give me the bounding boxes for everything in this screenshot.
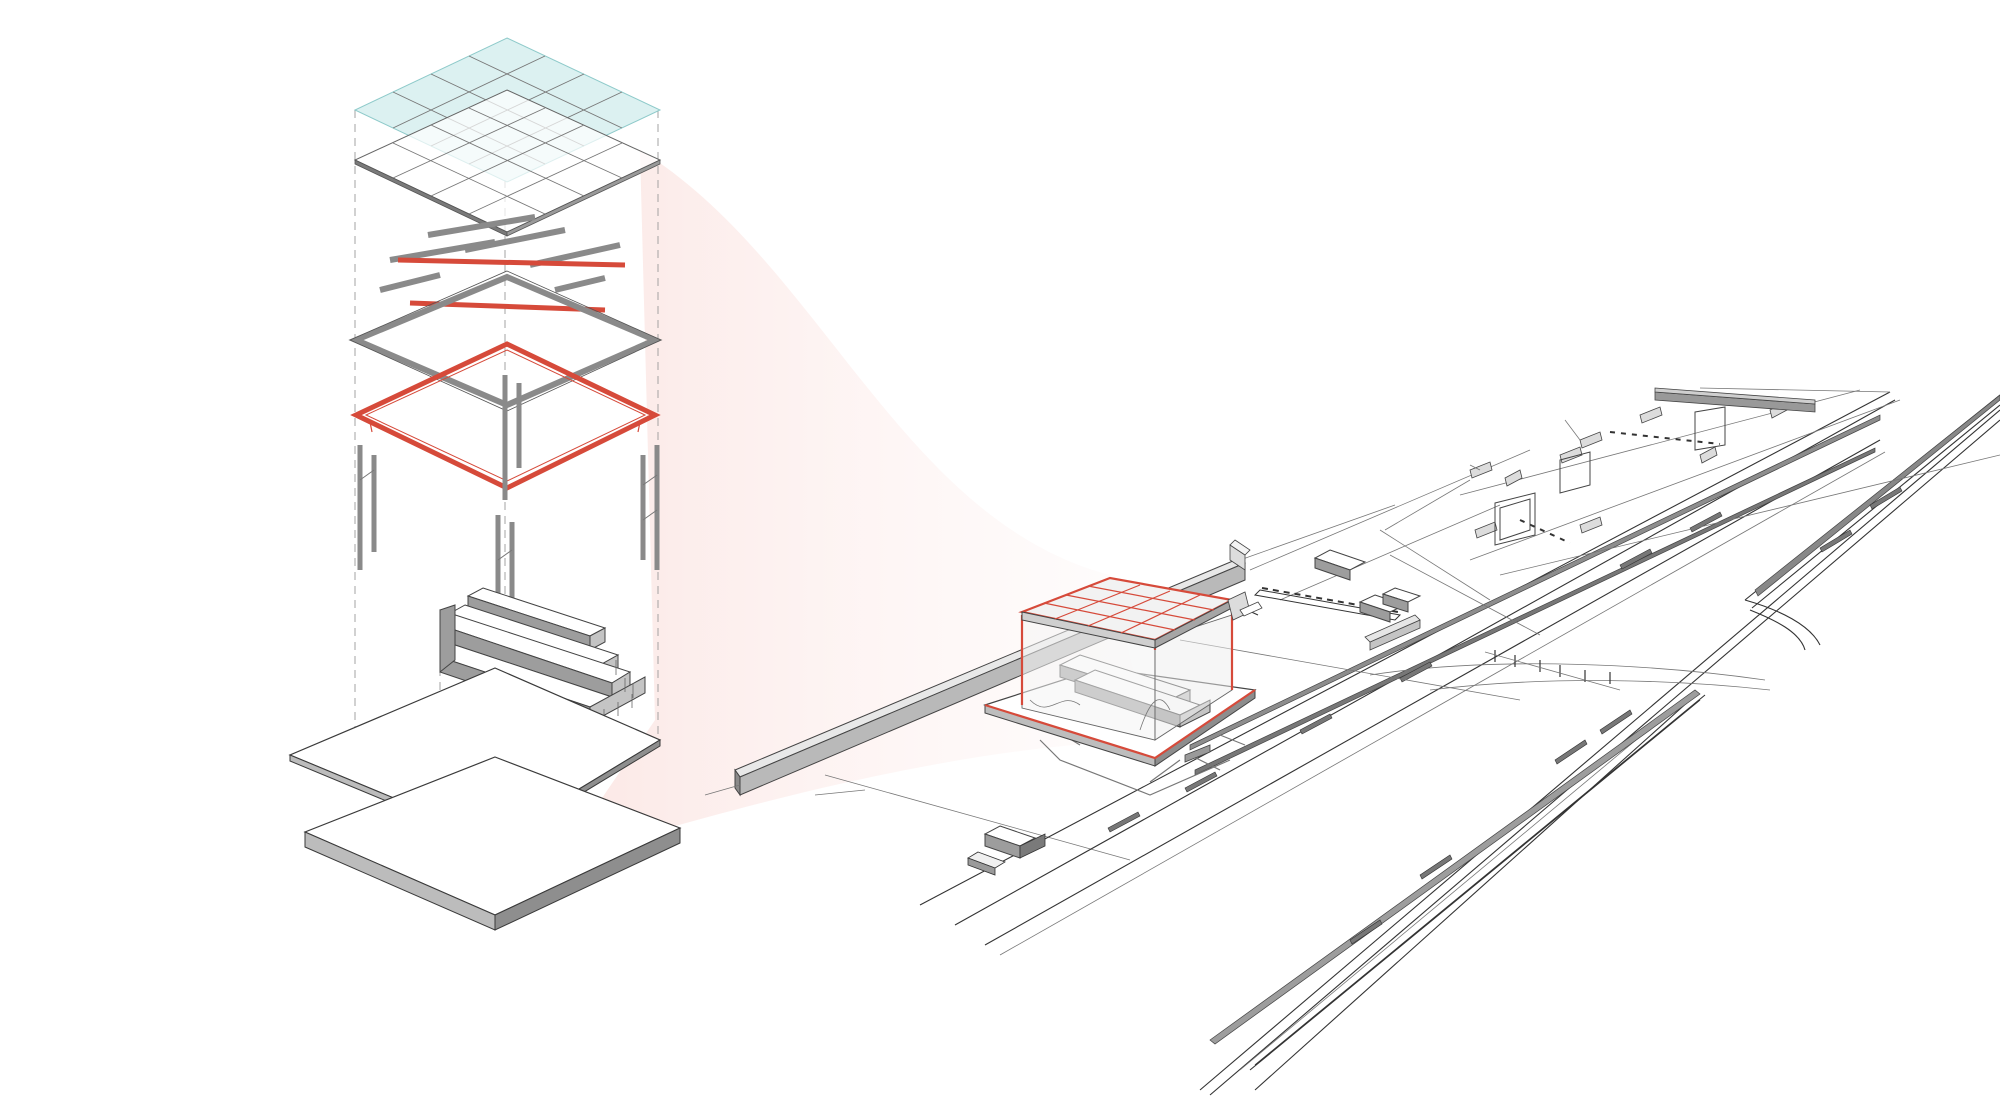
roof-grid-frame-layer: [353, 89, 662, 237]
pavilion-site: [983, 576, 1263, 796]
bollards: [1484, 650, 1621, 691]
base-plate-layer: [303, 756, 682, 931]
secondary-beams-layer: [379, 214, 626, 313]
site-objects: [967, 387, 1891, 876]
curb-segments: [1107, 486, 1903, 945]
curved-road: [1369, 599, 1821, 691]
site-plan: [704, 387, 2000, 1096]
exploded-axonometric: [288, 37, 682, 931]
road-lines: [919, 391, 2000, 1096]
columns-layer: [357, 375, 660, 620]
